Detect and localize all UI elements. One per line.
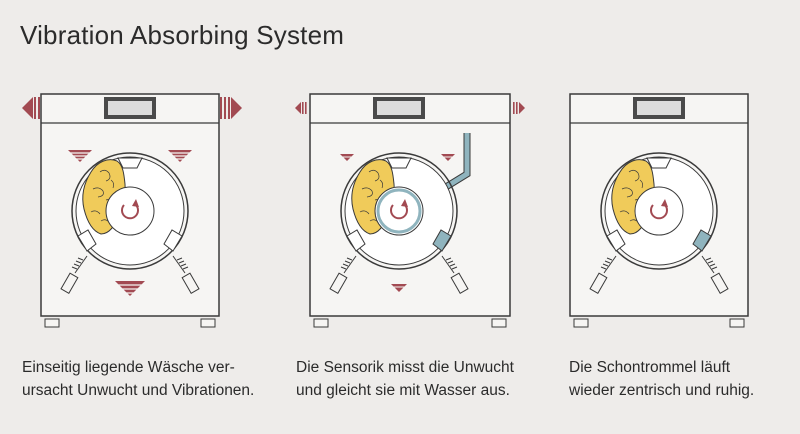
machine-illustration-sensor xyxy=(295,93,525,328)
machine-illustration-balanced xyxy=(569,93,749,328)
caption-line: ursacht Unwucht und Vibrationen. xyxy=(22,382,255,399)
caption-balanced: Die Schontrommel läuft wieder zentrisch … xyxy=(569,356,800,402)
caption-line: wieder zentrisch und ruhig. xyxy=(569,382,755,399)
caption-line: und gleicht sie mit Wasser aus. xyxy=(296,382,510,399)
caption-unbalanced: Einseitig liegende Wäsche ver- ursacht U… xyxy=(22,356,272,402)
rotation-arrow-icon xyxy=(390,199,408,220)
sensor-ring-icon xyxy=(374,186,424,236)
caption-line: Die Schontrommel läuft xyxy=(569,359,731,376)
rotation-arrow-icon xyxy=(650,199,668,220)
caption-line: Einseitig liegende Wäsche ver- xyxy=(22,359,235,376)
vibration-arrow-icon xyxy=(220,97,242,119)
caption-line: Die Sensorik misst die Unwucht xyxy=(296,359,514,376)
vibration-arrow-icon xyxy=(513,102,525,114)
machine-illustration-unbalanced xyxy=(22,93,242,328)
diagram-title: Vibration Absorbing System xyxy=(20,20,345,50)
vibration-arrow-icon xyxy=(295,102,307,114)
rotation-arrow-icon xyxy=(121,199,139,220)
caption-sensor: Die Sensorik misst die Unwucht und gleic… xyxy=(296,356,546,402)
